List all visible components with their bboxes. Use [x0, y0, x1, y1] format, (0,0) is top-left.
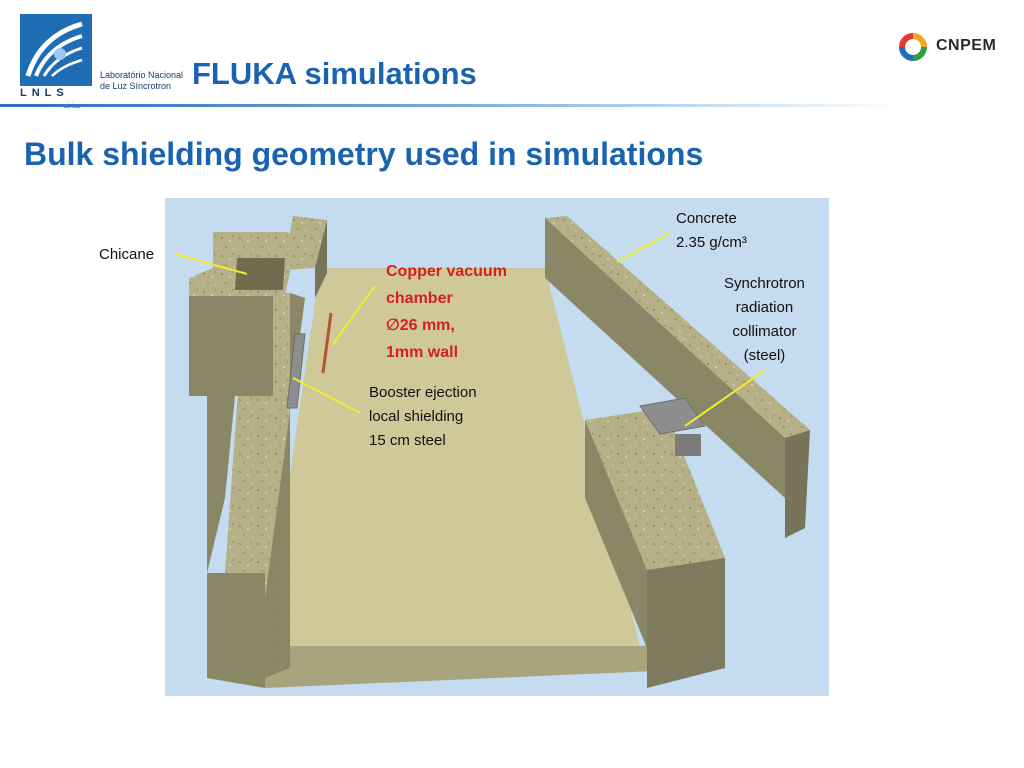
chicane-inner: [235, 258, 285, 290]
label-copper-vacuum-chamber: Copper vacuum chamber ∅26 mm, 1mm wall: [386, 263, 507, 361]
concrete-leader: [616, 232, 671, 263]
lnls-logo: LNLS Laboratório Nacional de Luz Síncrot…: [20, 14, 184, 110]
shielding-geometry-figure: [165, 198, 829, 696]
floor-slab: [265, 268, 640, 646]
lnls-logo-text: LNLS: [20, 87, 69, 99]
floor-front-edge: [265, 640, 725, 688]
collimator-steel: [639, 397, 706, 435]
cnpem-logo-text: CNPEM: [936, 37, 997, 54]
right-wall-end: [785, 430, 810, 538]
copper-leader: [332, 285, 376, 345]
cnpem-logo-icon: [899, 33, 927, 61]
chicane-leader: [174, 253, 248, 275]
collimator-leader: [684, 369, 766, 427]
label-concrete: Concrete 2.35 g/cm³: [676, 210, 747, 251]
label-chicane: Chicane: [99, 246, 155, 263]
lnls-name-line1: Laboratório Nacional: [100, 70, 184, 80]
chicane-side: [315, 220, 327, 298]
header-title: FLUKA simulations: [192, 56, 477, 91]
label-collimator: Synchrotron radiation collimator (steel): [724, 275, 805, 364]
right-block-inner: [585, 420, 647, 648]
slide-header: LNLS Laboratório Nacional de Luz Síncrot…: [0, 0, 1024, 110]
header-divider: [0, 104, 900, 107]
lnls-name-line2: de Luz Síncrotron: [100, 81, 172, 91]
collimator-block: [675, 434, 701, 456]
right-block-top: [585, 408, 725, 570]
chicane-front: [189, 296, 273, 396]
copper-vacuum-chamber: [321, 312, 333, 374]
label-booster-shielding: Booster ejection local shielding 15 cm s…: [369, 384, 477, 449]
right-wall-top: [545, 216, 810, 438]
shielding-render: [174, 216, 810, 688]
right-wall-inner: [545, 218, 785, 498]
cnpem-logo: CNPEM: [896, 30, 1006, 64]
lnls-logo-icon: [20, 14, 92, 86]
left-wall-inner-side: [265, 293, 305, 678]
left-wall-front: [207, 573, 265, 688]
booster-steel-shielding: [286, 333, 306, 409]
slide-subtitle: Bulk shielding geometry used in simulati…: [24, 136, 704, 172]
chicane-arm: [283, 216, 327, 270]
right-block-front: [647, 558, 725, 688]
booster-leader: [292, 377, 361, 414]
